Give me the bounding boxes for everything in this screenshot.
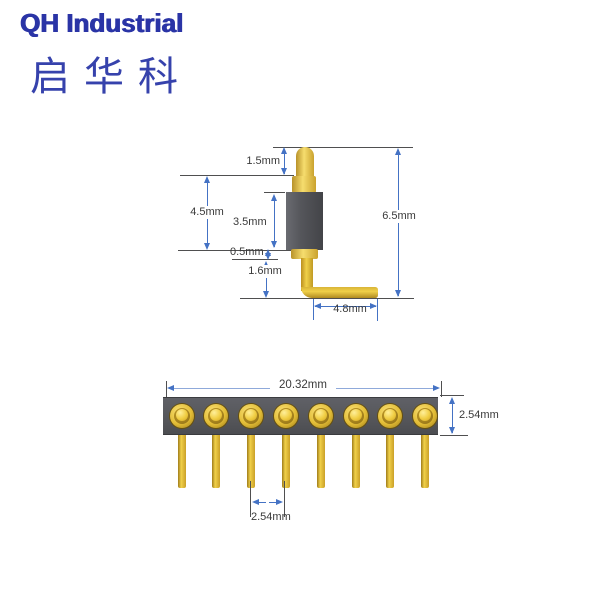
dim-width-arrow-left bbox=[167, 385, 174, 391]
dim-upper-arrow-up bbox=[204, 176, 210, 183]
solder-tail bbox=[386, 435, 394, 488]
dim-width-ext-left bbox=[166, 381, 167, 397]
dim-pitch-line-right bbox=[269, 502, 277, 503]
pogo-pin-dome bbox=[315, 409, 327, 421]
solder-tail bbox=[178, 435, 186, 488]
dim-leg-label: 4.8mm bbox=[333, 303, 367, 315]
dim-tail-arrow-up bbox=[263, 261, 269, 268]
dim-height-arrow-down bbox=[449, 427, 455, 434]
dim-pitch-arrow-left bbox=[252, 499, 259, 505]
pogo-pin-top bbox=[344, 404, 368, 428]
solder-tail bbox=[282, 435, 290, 488]
dim-height-ext-bottom bbox=[440, 435, 468, 436]
dim-leg-ext-right bbox=[377, 299, 378, 321]
solder-tail bbox=[247, 435, 255, 488]
brand-logo-text: QH Industrial bbox=[20, 8, 184, 38]
dim-width-label: 20.32mm bbox=[270, 379, 336, 392]
dim-leg-arrow-right bbox=[370, 303, 377, 309]
dim-pitch-ext-right bbox=[284, 481, 285, 517]
dim-pitch-label: 2.54mm bbox=[251, 511, 291, 523]
solder-tail bbox=[317, 435, 325, 488]
pogo-pin-top bbox=[239, 404, 263, 428]
dim-tip-arrow-down bbox=[281, 168, 287, 175]
dim-leg-line bbox=[315, 306, 376, 307]
pogo-pin-top bbox=[309, 404, 333, 428]
pin-collar bbox=[292, 176, 316, 193]
dim-tip-line bbox=[284, 149, 285, 174]
solder-tail bbox=[352, 435, 360, 488]
dim-tip-arrow-up bbox=[281, 147, 287, 154]
dim-leg-ext-left bbox=[313, 299, 314, 320]
dim-height-line bbox=[452, 399, 453, 433]
ext-line-bottom bbox=[240, 298, 414, 299]
dim-flange-arrow-up bbox=[265, 249, 271, 256]
pogo-pin-dome bbox=[176, 409, 188, 421]
dim-tip-label: 1.5mm bbox=[246, 155, 280, 167]
pogo-pin-dome bbox=[245, 409, 257, 421]
pogo-pin-dome bbox=[280, 409, 292, 421]
ext-line-top bbox=[273, 147, 413, 148]
dim-barrel-line bbox=[274, 196, 275, 247]
pogo-pin-top bbox=[378, 404, 402, 428]
dim-flange-arrow-down bbox=[265, 253, 271, 260]
dim-height-label: 2.54mm bbox=[459, 409, 499, 421]
pin-barrel bbox=[286, 192, 323, 250]
dim-height-arrow-up bbox=[449, 397, 455, 404]
dim-barrel-arrow-up bbox=[271, 194, 277, 201]
dim-tail-arrow-down bbox=[263, 291, 269, 298]
pogo-pin-dome bbox=[210, 409, 222, 421]
dim-pitch-arrow-right bbox=[276, 499, 283, 505]
dim-tail-label: 1.6mm bbox=[243, 265, 287, 278]
ext-line-flange-bottom bbox=[232, 259, 278, 260]
brand-logo-chinese: 启华科 bbox=[30, 54, 192, 100]
ext-line-plunger-base bbox=[180, 175, 294, 176]
solder-tail bbox=[212, 435, 220, 488]
dim-height-ext-top bbox=[440, 395, 464, 396]
pin-flange bbox=[291, 249, 318, 259]
dim-tail-line bbox=[266, 263, 267, 295]
pogo-pin-dome bbox=[350, 409, 362, 421]
pogo-pin-top bbox=[204, 404, 228, 428]
dim-pitch-line-left bbox=[258, 502, 266, 503]
dim-total-arrow-down bbox=[395, 290, 401, 297]
pin-tail-vertical bbox=[301, 258, 313, 291]
dim-flange-label: 0.5mm bbox=[230, 246, 264, 258]
dim-barrel-label: 3.5mm bbox=[233, 216, 267, 228]
pogo-pin-top bbox=[170, 404, 194, 428]
dim-barrel-arrow-down bbox=[271, 241, 277, 248]
dim-total-label: 6.5mm bbox=[376, 210, 422, 223]
dim-leg-arrow-left bbox=[314, 303, 321, 309]
dim-total-arrow-up bbox=[395, 148, 401, 155]
dim-upper-label: 4.5mm bbox=[184, 206, 230, 219]
solder-tail bbox=[421, 435, 429, 488]
pogo-pin-top bbox=[274, 404, 298, 428]
dim-total-line bbox=[398, 150, 399, 296]
ext-line-barrel-bottom bbox=[178, 250, 291, 251]
dim-width-arrow-right bbox=[433, 385, 440, 391]
pin-leg-horizontal bbox=[301, 287, 378, 298]
dim-width-ext-right bbox=[441, 381, 442, 397]
pogo-pin-top bbox=[413, 404, 437, 428]
pogo-pin-dome bbox=[384, 409, 396, 421]
dim-upper-arrow-down bbox=[204, 243, 210, 250]
pin-plunger bbox=[296, 147, 314, 178]
pogo-pin-dome bbox=[419, 409, 431, 421]
ext-line-barrel-top bbox=[264, 192, 285, 193]
dim-pitch-ext-left bbox=[250, 481, 251, 517]
